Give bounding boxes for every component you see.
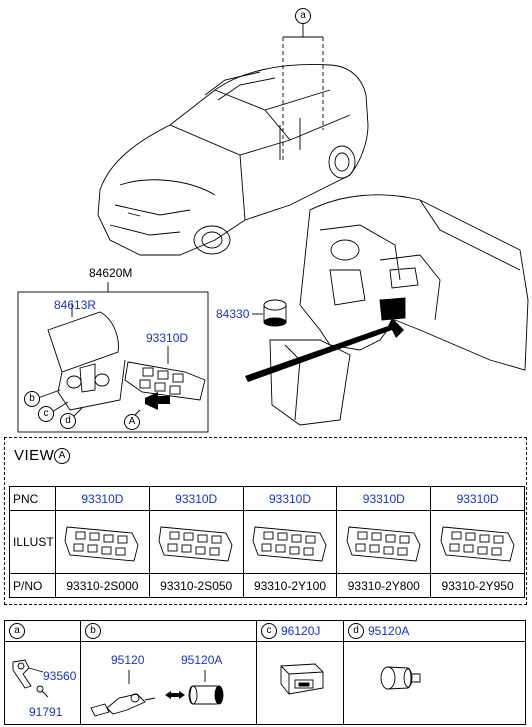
view-circle: A (54, 448, 70, 464)
usb-jack-icon (280, 663, 324, 695)
switch-illustration (336, 510, 432, 574)
part-95120: 95120 (111, 653, 145, 667)
callout-A: A (124, 414, 140, 430)
parts-header-c: c 96120J (256, 620, 344, 642)
vehicle-outline (97, 64, 369, 256)
part-93560: 93560 (43, 669, 77, 683)
grommet-icon (12, 659, 44, 689)
parts-cell-a: 93560 91791 (4, 641, 81, 725)
callout-d: d (60, 413, 76, 429)
pnc-cell: 93310D (336, 486, 432, 511)
screw-icon (36, 685, 49, 698)
pno-header: P/NO (9, 573, 56, 598)
switch-illustration (55, 510, 150, 574)
part-number-cell: 93310-2S050 (148, 573, 244, 598)
part-96120J: 96120J (281, 624, 321, 638)
exploded-diagram (17, 23, 529, 433)
pnc-cell: 93310D (242, 486, 338, 511)
parts-table: a b c 96120J d 95120A 93560 91791 95120 95… (4, 620, 526, 725)
parts-cell-d (343, 641, 526, 725)
socket-cable-icon (90, 670, 224, 717)
pnc-header: PNC (9, 486, 56, 511)
switch-illustration (430, 510, 525, 574)
callout-c: c (38, 406, 54, 422)
part-95120A-b: 95120A (181, 653, 223, 667)
callout-b: b (24, 391, 40, 407)
part-number-cell: 93310-2Y100 (242, 573, 338, 598)
switch-illustration (148, 510, 244, 574)
callout-a: a (295, 8, 311, 24)
pnc-cell: 93310D (55, 486, 150, 511)
part-number-cell: 93310-2Y950 (430, 573, 525, 598)
label-93310D: 93310D (146, 331, 189, 345)
circle-a: a (9, 623, 25, 639)
parts-cell-b: 95120 95120A (80, 641, 257, 725)
illust-header: ILLUST (9, 510, 56, 574)
parts-header-b: b (80, 620, 257, 642)
label-84330: 84330 (216, 307, 250, 321)
socket-icon (380, 666, 421, 690)
parts-cell-c (256, 641, 344, 725)
parts-header-a: a (4, 620, 81, 642)
circle-d: d (348, 623, 364, 639)
label-84620M: 84620M (89, 266, 133, 280)
switch-illustration (242, 510, 338, 574)
part-number-cell: 93310-2Y800 (336, 573, 432, 598)
circle-c: c (261, 623, 277, 639)
part-95120A-d: 95120A (368, 624, 410, 638)
dashboard-outline (299, 194, 529, 371)
pnc-cell: 93310D (430, 486, 525, 511)
part-91791: 91791 (29, 705, 63, 719)
label-84613R: 84613R (54, 298, 97, 312)
view-table: PNC 93310D 93310D 93310D 93310D 93310D I… (9, 486, 525, 598)
view-section (4, 437, 527, 605)
view-title: VIEW (14, 447, 55, 464)
parts-header-d: d 95120A (343, 620, 526, 642)
circle-b: b (85, 623, 101, 639)
part-number-cell: 93310-2S000 (55, 573, 150, 598)
pnc-cell: 93310D (148, 486, 244, 511)
